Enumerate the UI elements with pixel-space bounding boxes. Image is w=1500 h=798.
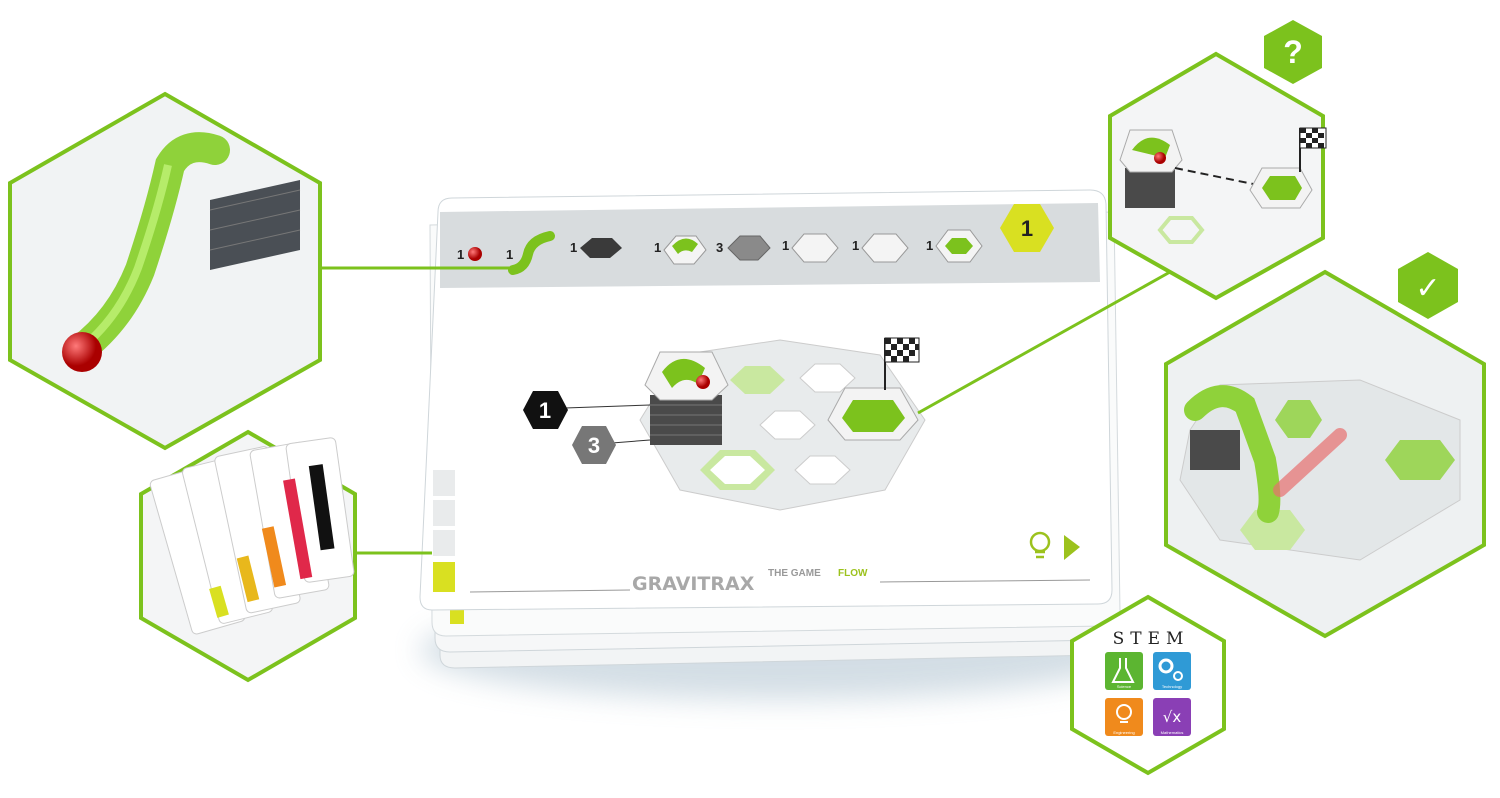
- part-count: 1: [570, 240, 577, 255]
- stem-tile-mathematics: √x Mathematics: [1153, 698, 1191, 736]
- next-arrow-icon[interactable]: [1064, 535, 1080, 560]
- flask-icon: [1111, 658, 1135, 683]
- question-icon: ?: [1283, 34, 1303, 70]
- parts-list: 1 1 1 1 3 1 1 1: [457, 229, 983, 275]
- curve-tile-icon: [791, 233, 839, 263]
- svg-text:Science: Science: [1117, 684, 1132, 689]
- stem-tile-science: Science: [1105, 652, 1143, 690]
- stem-tile-technology: Technology: [1153, 652, 1191, 690]
- part-count: 1: [457, 247, 464, 262]
- game-card[interactable]: 1 1 1 1 3 1 1 1 1: [419, 189, 1113, 611]
- svg-text:Mathematics: Mathematics: [1161, 730, 1184, 735]
- svg-text:1: 1: [539, 398, 551, 423]
- check-badge: ✓: [1398, 252, 1458, 319]
- stack-label-1: 1: [523, 391, 568, 429]
- launcher-tile-icon: [663, 235, 707, 265]
- finish-flag-icon: [884, 337, 920, 363]
- stack-label-3: 3: [572, 426, 616, 464]
- stem-title: STEM: [1113, 629, 1190, 649]
- card-fan-hex: [139, 429, 357, 683]
- sqrt-x-icon: √x: [1163, 708, 1182, 726]
- part-count: 1: [926, 238, 933, 253]
- tube-closeup-hex: [8, 91, 322, 451]
- junction-tile-icon: [861, 233, 909, 263]
- stem-hex: STEM Science Technology Engineering √x M…: [1070, 594, 1226, 776]
- tagline: THE GAME: [768, 568, 821, 579]
- divider: [879, 579, 1091, 583]
- tagline-accent: FLOW: [838, 568, 868, 579]
- svg-text:Engineering: Engineering: [1113, 730, 1134, 735]
- tube-icon: [508, 231, 555, 275]
- divider: [469, 589, 631, 593]
- stem-tile-engineering: Engineering: [1105, 698, 1143, 736]
- marble-icon: [62, 332, 102, 372]
- svg-text:1: 1: [1021, 216, 1033, 241]
- svg-text:Technology: Technology: [1162, 684, 1182, 689]
- svg-text:3: 3: [588, 433, 600, 458]
- solution-hex: [1164, 269, 1486, 639]
- dark-height-tile-icon: [580, 238, 622, 258]
- part-count: 1: [506, 247, 513, 262]
- landing-tile-icon: [935, 229, 983, 263]
- brand-logo: GRAVITRAX: [632, 573, 755, 595]
- board-illustration: 1 3: [523, 337, 926, 511]
- question-badge: ?: [1264, 20, 1322, 84]
- part-count: 1: [852, 238, 859, 253]
- level-badge: 1: [1000, 204, 1054, 252]
- difficulty-bar: [433, 470, 455, 592]
- parts-header: [440, 203, 1100, 288]
- gears-icon: [1158, 658, 1174, 674]
- part-count: 1: [782, 238, 789, 253]
- lightbulb-icon[interactable]: [1029, 531, 1051, 559]
- goal-hex: [1108, 51, 1327, 301]
- lightbulb-icon: [1116, 704, 1132, 720]
- marble-icon: [468, 247, 482, 261]
- gray-height-tile-icon: [727, 235, 771, 261]
- part-count: 1: [654, 240, 661, 255]
- check-icon: ✓: [1415, 271, 1440, 306]
- connector-lines: [322, 266, 1171, 555]
- part-count: 3: [716, 240, 723, 255]
